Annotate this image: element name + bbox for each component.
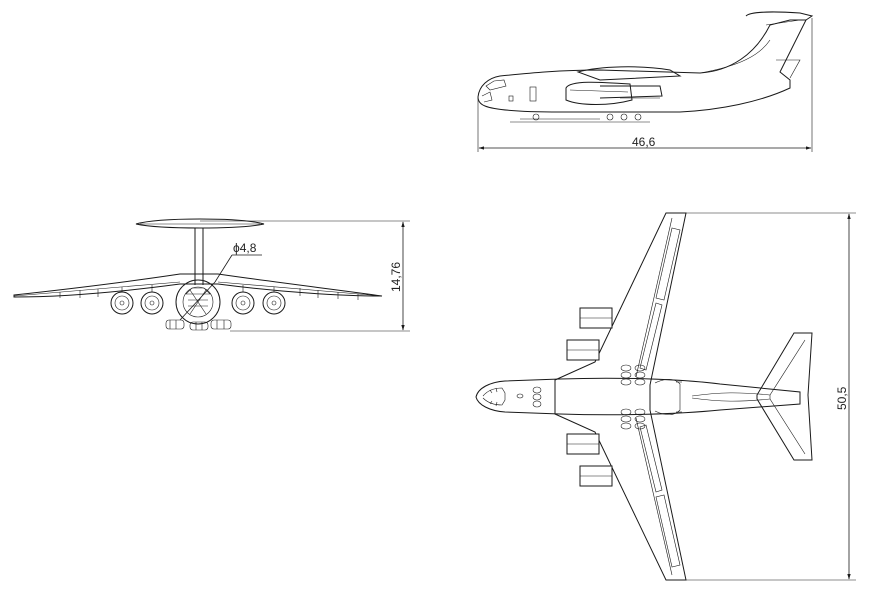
engine-inner-left [140, 285, 164, 315]
height-dimension-label: 14,76 [389, 262, 403, 292]
fuselage-front [175, 279, 221, 325]
top-engines [566, 307, 613, 487]
engine-inner-right [231, 285, 255, 315]
landing-gear-front [165, 319, 232, 331]
engine-outer-right [262, 287, 286, 315]
top-view: 50,5 [475, 212, 856, 581]
front-view: ϕ4,8 14,76 [13, 218, 410, 332]
wingspan-dimension-label: 50,5 [835, 386, 849, 410]
top-landing-gear [516, 364, 646, 430]
side-view: 46,6 [477, 11, 814, 152]
length-dimension-label: 46,6 [632, 135, 656, 149]
fuselage-diameter-label: ϕ4,8 [233, 241, 257, 255]
engine-outer-left [110, 287, 134, 315]
